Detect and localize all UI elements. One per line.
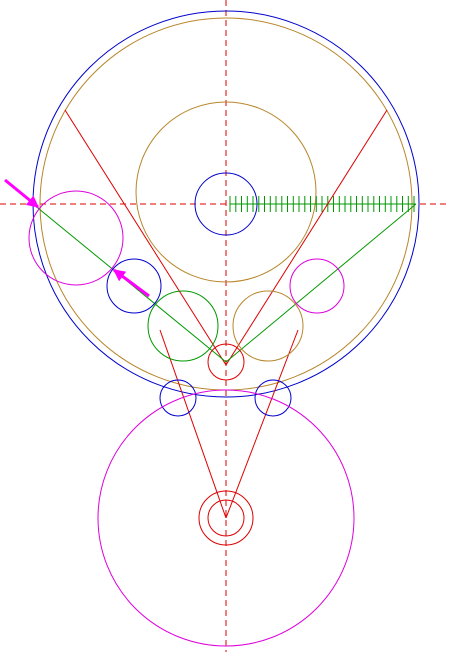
red-line-right-lower — [225, 329, 299, 519]
green-circle-left — [147, 290, 219, 362]
blue-circle-left — [106, 258, 162, 314]
lower-magenta-circle — [97, 389, 355, 647]
red-small-center-circle — [207, 343, 245, 381]
red-line-left-lower — [159, 329, 227, 519]
green-scale — [229, 196, 416, 212]
blue-idler-right — [254, 379, 292, 417]
lower-red-inner-circle — [207, 499, 245, 537]
arrow-left — [4, 178, 39, 209]
magenta-circle-right — [289, 258, 345, 314]
magenta-circle-left — [28, 190, 124, 286]
blue-idler-left — [159, 379, 197, 417]
brown-circle-right — [232, 290, 304, 362]
inner-brown-circle — [135, 101, 317, 283]
red-line-right-upper — [225, 109, 388, 366]
green-line-right — [225, 203, 417, 363]
arrow-middle — [113, 268, 150, 298]
red-line-left-upper — [64, 109, 227, 366]
lower-red-outer-circle — [198, 490, 254, 546]
